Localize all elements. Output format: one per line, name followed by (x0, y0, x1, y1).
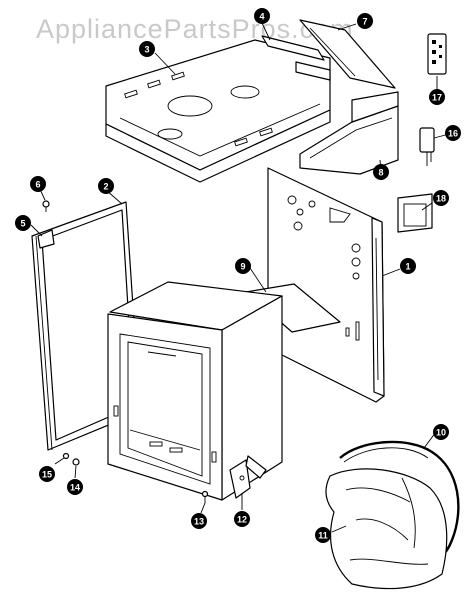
callout-6: 6 (30, 176, 46, 192)
callout-5-label: 5 (20, 219, 25, 229)
part-4-bracket (261, 35, 331, 81)
callout-16: 16 (445, 125, 461, 141)
callout-4-label: 4 (259, 12, 264, 22)
callout-1: 1 (400, 258, 416, 274)
part-6-screw (42, 200, 50, 212)
callout-6-label: 6 (35, 180, 40, 190)
part-13-screw (201, 490, 209, 503)
callout-2-label: 2 (103, 182, 108, 192)
part-11-insulation (325, 468, 448, 590)
callout-5: 5 (15, 215, 31, 231)
part-5-clip (37, 229, 55, 249)
callout-12-label: 12 (237, 515, 247, 525)
callout-17-label: 17 (432, 93, 442, 103)
callout-4: 4 (254, 8, 270, 24)
part-3-burner-box (105, 39, 331, 183)
callout-8: 8 (373, 164, 389, 180)
callout-18: 18 (433, 190, 449, 206)
part-7-strip (299, 19, 396, 89)
callout-1-label: 1 (405, 262, 410, 272)
part-12-hinge (229, 455, 267, 499)
callout-15-label: 15 (42, 470, 52, 480)
callout-18-label: 18 (436, 194, 446, 204)
callout-15: 15 (39, 466, 55, 482)
watermark: AppliancePartsPros.com (36, 14, 354, 44)
callout-11: 11 (315, 527, 331, 543)
callout-16-label: 16 (448, 129, 458, 139)
callout-13-label: 13 (194, 517, 204, 527)
callout-7-label: 7 (362, 17, 367, 27)
callout-9: 9 (235, 258, 251, 274)
callout-7: 7 (357, 13, 373, 29)
oven-cavity (107, 281, 283, 501)
callout-12: 12 (234, 511, 250, 527)
callout-9-label: 9 (240, 262, 245, 272)
callout-17: 17 (429, 89, 445, 105)
callout-8-label: 8 (378, 168, 383, 178)
callout-3: 3 (139, 41, 155, 57)
callout-10: 10 (433, 424, 449, 440)
part-1-side-panel (267, 167, 385, 403)
callout-10-label: 10 (436, 428, 446, 438)
part-14-15-fasteners (62, 452, 80, 466)
callout-11-label: 11 (318, 531, 328, 541)
part-8-duct (299, 91, 399, 175)
callout-14-label: 14 (70, 483, 80, 493)
callout-13: 13 (191, 513, 207, 529)
callout-3-label: 3 (144, 45, 149, 55)
callout-2: 2 (98, 178, 114, 194)
part-17-terminal-block (427, 33, 447, 75)
callout-14: 14 (67, 479, 83, 495)
part-16-switch (419, 127, 435, 166)
part-18-bracket (397, 193, 433, 233)
